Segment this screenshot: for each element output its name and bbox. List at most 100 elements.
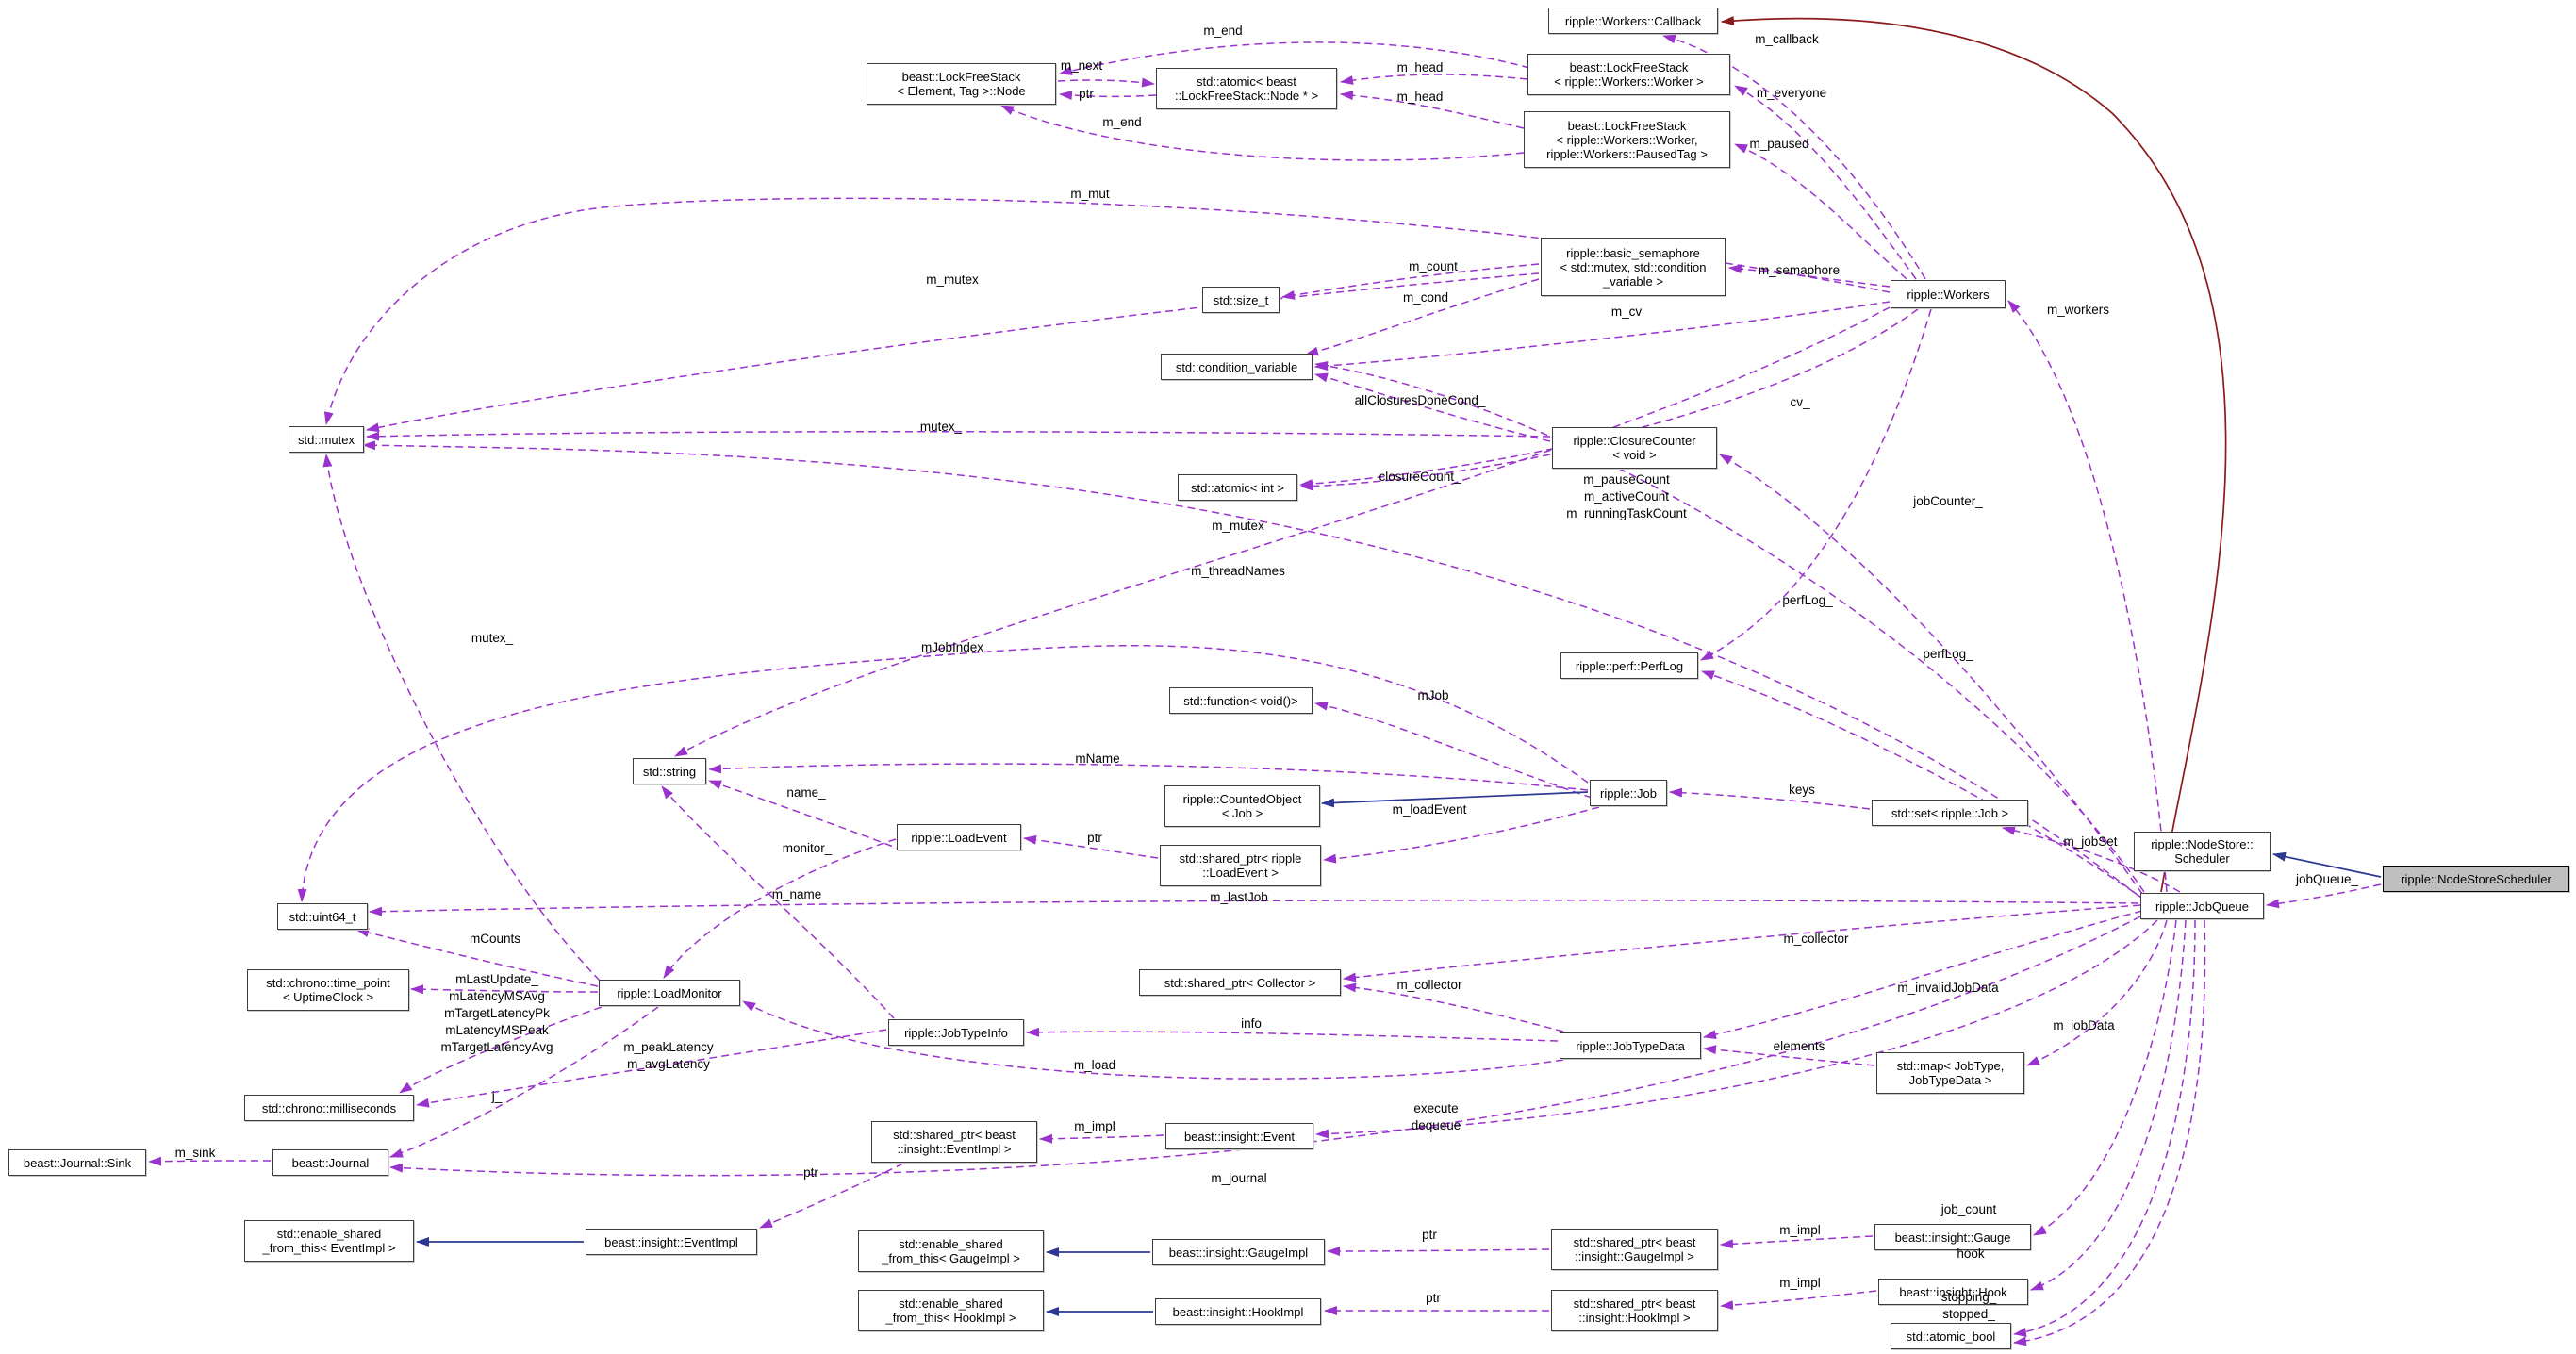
- node-shared-ptr-eventimpl[interactable]: std::shared_ptr< beast ::insight::EventI…: [871, 1121, 1037, 1163]
- edge-m_everyone: [1734, 85, 1917, 280]
- node-atomic-bool[interactable]: std::atomic_bool: [1891, 1323, 2011, 1349]
- node-size-t[interactable]: std::size_t: [1202, 287, 1280, 313]
- edge-label-mLastUpdate_: mLastUpdate_ mLatencyMSAvg mTargetLatenc…: [440, 972, 553, 1054]
- edge-m_loadEvent: [1323, 806, 1600, 864]
- edge-label-mutex_: mutex_: [471, 631, 514, 645]
- edge-label-jobCounter_: jobCounter_: [1913, 494, 1983, 508]
- edge-mutex_-closurecounter: [366, 431, 1551, 441]
- node-perflog[interactable]: ripple::perf::PerfLog: [1560, 652, 1698, 679]
- edge-label-mJobIndex: mJobIndex: [920, 640, 984, 654]
- edge-m_workers: [2007, 300, 2168, 893]
- node-jobtype-info[interactable]: ripple::JobTypeInfo: [888, 1019, 1024, 1046]
- edge-ptr-loadevent: [1023, 834, 1159, 859]
- node-workers-callback[interactable]: ripple::Workers::Callback: [1548, 8, 1718, 34]
- edge-j_: [389, 1006, 659, 1158]
- node-workers[interactable]: ripple::Workers: [1891, 280, 2006, 308]
- edge-label-allClosuresDoneCond_: allClosuresDoneCond_: [1354, 393, 1486, 407]
- node-load-event[interactable]: ripple::LoadEvent: [897, 824, 1021, 850]
- edge-stopping_: [2013, 919, 2196, 1337]
- edge-jobQueue_: [2266, 883, 2382, 909]
- node-milliseconds[interactable]: std::chrono::milliseconds: [244, 1095, 414, 1121]
- edge-label-stopping_: stopping_ stopped_: [1940, 1290, 1997, 1321]
- edge-label-m_callback: m_callback: [1755, 32, 1819, 46]
- edge-label-m_head: m_head: [1396, 90, 1444, 104]
- edge-label-hook: hook: [1957, 1247, 1985, 1261]
- node-journal[interactable]: beast::Journal: [272, 1149, 388, 1176]
- edge-label-ptr: ptr: [1087, 831, 1102, 845]
- node-journal-sink[interactable]: beast::Journal::Sink: [8, 1149, 146, 1176]
- edge-label-m_next: m_next: [1060, 58, 1103, 73]
- node-insight-event[interactable]: beast::insight::Event: [1165, 1123, 1313, 1149]
- node-std-string[interactable]: std::string: [633, 758, 706, 784]
- node-shared-ptr-hookimpl[interactable]: std::shared_ptr< beast ::insight::HookIm…: [1551, 1290, 1718, 1331]
- node-basic-semaphore[interactable]: ripple::basic_semaphore < std::mutex, st…: [1541, 238, 1726, 296]
- edge-execute-dequeue: [1315, 919, 2158, 1139]
- node-insight-gauge[interactable]: beast::insight::Gauge: [1874, 1224, 2031, 1250]
- edge-label-mJob: mJob: [1417, 688, 1449, 702]
- edge-m_collector-jobtypedata: [1343, 982, 1564, 1032]
- edge-m_journal: [389, 916, 2141, 1177]
- node-enable-shared-gaugeimpl[interactable]: std::enable_shared _from_this< GaugeImpl…: [858, 1230, 1044, 1272]
- node-std-mutex[interactable]: std::mutex: [289, 426, 364, 453]
- node-time-point[interactable]: std::chrono::time_point < UptimeClock >: [247, 969, 409, 1011]
- node-map-jobtype[interactable]: std::map< JobType, JobTypeData >: [1876, 1052, 2024, 1094]
- edge-ptr-eventimpl: [759, 1163, 904, 1229]
- edge-label-m_mut: m_mut: [1070, 187, 1110, 201]
- node-nodestore-scheduler-base[interactable]: ripple::NodeStore:: Scheduler: [2134, 832, 2271, 871]
- edge-allClosuresDoneCond_: [1314, 372, 1551, 442]
- node-insight-gaugeimpl[interactable]: beast::insight::GaugeImpl: [1152, 1239, 1325, 1265]
- edge-job_count: [2033, 919, 2177, 1236]
- edge-label-m_end: m_end: [1203, 24, 1243, 38]
- edge-label-closureCount_: closureCount_: [1379, 470, 1461, 484]
- edge-label-info: info: [1241, 1016, 1262, 1031]
- node-lockfreestack-node[interactable]: beast::LockFreeStack < Element, Tag >::N…: [867, 63, 1056, 105]
- node-atomic-lockfreestack-node[interactable]: std::atomic< beast ::LockFreeStack::Node…: [1156, 68, 1337, 109]
- node-insight-hookimpl[interactable]: beast::insight::HookImpl: [1155, 1298, 1321, 1325]
- edge-m_cond: [1305, 278, 1540, 356]
- node-insight-hook[interactable]: beast::insight::Hook: [1878, 1279, 2028, 1305]
- edge-m_lastJob: [369, 899, 2139, 916]
- edge-closureCount_: [1300, 454, 1551, 491]
- node-lockfreestack-worker[interactable]: beast::LockFreeStack < ripple::Workers::…: [1527, 54, 1730, 95]
- node-load-monitor[interactable]: ripple::LoadMonitor: [599, 980, 740, 1006]
- node-atomic-int[interactable]: std::atomic< int >: [1178, 474, 1297, 501]
- edge-cv_: [1314, 361, 2145, 893]
- edge-keys: [1669, 787, 1871, 810]
- edge-m_head-paused: [1340, 91, 1525, 129]
- edge-m_mut: [323, 197, 1891, 425]
- edge-m_load: [742, 1000, 1564, 1080]
- edge-label-m_semaphore: m_semaphore: [1758, 263, 1841, 277]
- node-function-void[interactable]: std::function< void()>: [1169, 687, 1313, 714]
- edge-m_jobData: [2026, 919, 2168, 1066]
- edge-m_impl-event: [1039, 1133, 1164, 1144]
- edge-label-m_impl: m_impl: [1779, 1223, 1821, 1237]
- node-counted-object[interactable]: ripple::CountedObject < Job >: [1164, 785, 1320, 827]
- edge-label-m_everyone: m_everyone: [1756, 86, 1827, 100]
- edge-label-ptr: ptr: [1422, 1228, 1437, 1242]
- edge-ptr-gaugeimpl: [1327, 1246, 1550, 1256]
- edge-label-m_mutex: m_mutex: [926, 272, 979, 287]
- edge-ptr-node: [1059, 91, 1157, 101]
- edge-label-m_peakLatency: m_peakLatency m_avgLatency: [623, 1040, 714, 1071]
- edge-label-m_paused: m_paused: [1749, 137, 1809, 151]
- node-nodestorescheduler[interactable]: ripple::NodeStoreScheduler: [2383, 866, 2569, 892]
- node-lockfreestack-pausedtag[interactable]: beast::LockFreeStack < ripple::Workers::…: [1524, 111, 1730, 168]
- node-jobqueue[interactable]: ripple::JobQueue: [2140, 893, 2264, 919]
- edge-m_mutex-jobqueue: [362, 440, 2139, 897]
- node-jobtype-data[interactable]: ripple::JobTypeData: [1560, 1032, 1701, 1059]
- node-condition-variable[interactable]: std::condition_variable: [1161, 354, 1313, 380]
- node-enable-shared-hookimpl[interactable]: std::enable_shared _from_this< HookImpl …: [858, 1290, 1044, 1331]
- node-shared-ptr-gaugeimpl[interactable]: std::shared_ptr< beast ::insight::GaugeI…: [1551, 1229, 1718, 1270]
- edge-info: [1026, 1027, 1559, 1042]
- node-job[interactable]: ripple::Job: [1590, 780, 1667, 806]
- node-insight-eventimpl[interactable]: beast::insight::EventImpl: [586, 1229, 757, 1255]
- node-enable-shared-eventimpl[interactable]: std::enable_shared _from_this< EventImpl…: [244, 1220, 414, 1262]
- node-shared-ptr-collector[interactable]: std::shared_ptr< Collector >: [1139, 969, 1341, 996]
- node-shared-ptr-load-event[interactable]: std::shared_ptr< ripple ::LoadEvent >: [1160, 845, 1321, 886]
- node-set-job[interactable]: std::set< ripple::Job >: [1872, 800, 2028, 826]
- edge-m_impl-gauge: [1720, 1235, 1874, 1249]
- node-closure-counter[interactable]: ripple::ClosureCounter < void >: [1552, 427, 1717, 469]
- edge-label-m_jobData: m_jobData: [2053, 1018, 2115, 1032]
- node-uint64-t[interactable]: std::uint64_t: [277, 903, 368, 930]
